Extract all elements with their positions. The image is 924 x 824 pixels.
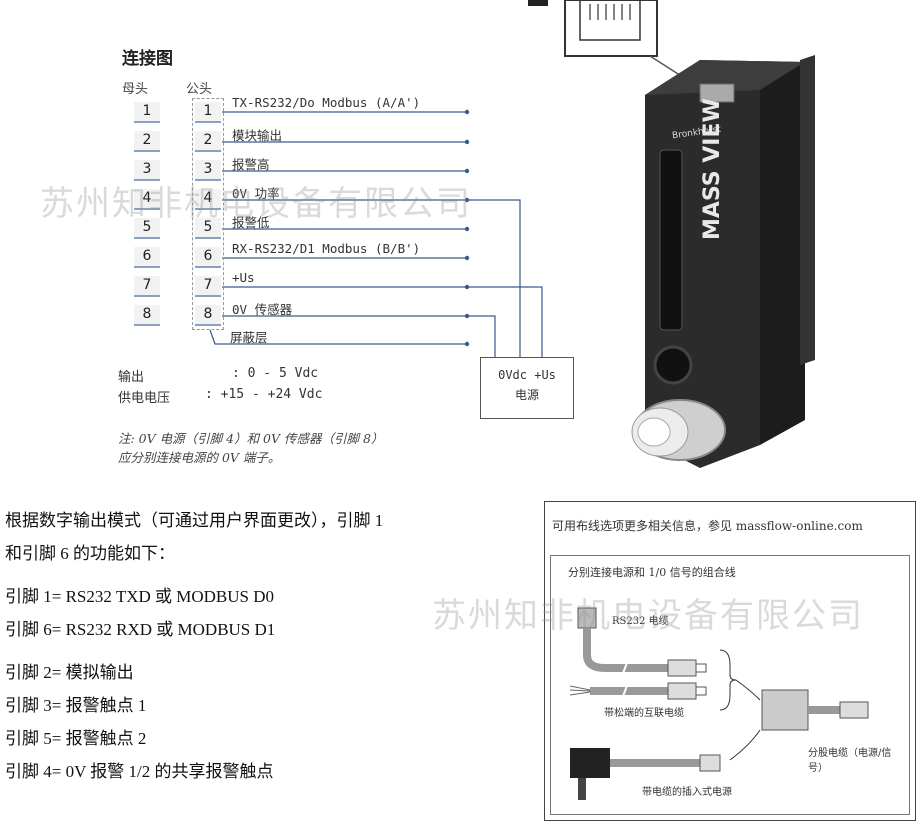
loose-cable-label: 带松端的互联电缆 <box>604 708 684 719</box>
device-illustration <box>631 55 815 468</box>
signal-label-8: 0V 传感器 <box>232 302 293 317</box>
connector-inset <box>528 0 701 89</box>
pin3-desc: 引脚 3= 报警触点 1 <box>5 696 147 715</box>
signal-label-1: TX-RS232/Do Modbus (A/A') <box>232 95 421 110</box>
wire-8 <box>222 315 496 357</box>
female-pin-2: 2 <box>134 131 160 152</box>
watermark-top: 苏州知非机电设备有限公司 <box>40 184 472 224</box>
output-value: : 0 - 5 Vdc <box>232 366 319 381</box>
header-male: 公头 <box>186 82 213 97</box>
female-pin-5: 5 <box>134 218 160 239</box>
panel-subtitle: 分别连接电源和 1/0 信号的组合线 <box>568 566 736 579</box>
panel-inner-box <box>550 555 910 815</box>
pin4-desc: 引脚 4= 0V 报警 1/2 的共享报警触点 <box>5 762 274 781</box>
signal-label-7: +Us <box>232 270 255 285</box>
note-line-1: 注: 0V 电源（引脚 4）和 0V 传感器（引脚 8） <box>118 431 384 446</box>
para-line-2: 和引脚 6 的功能如下： <box>5 544 175 563</box>
pin1-desc: 引脚 1= RS232 TXD 或 MODBUS D0 <box>5 587 275 606</box>
male-pin-1: 1 <box>195 102 221 123</box>
signal-label-shield: 屏蔽层 <box>230 330 268 345</box>
para-line-1: 根据数字输出模式（可通过用户界面更改），引脚 1 <box>5 511 384 530</box>
signal-label-2: 模块输出 <box>232 128 283 143</box>
note-line-2: 应分别连接电源的 0V 端子。 <box>118 450 281 465</box>
signal-label-4: 0V 功率 <box>232 186 280 201</box>
output-label: 输出 <box>118 370 145 385</box>
device-name: MASS VIEW <box>700 98 725 240</box>
wire-7 <box>222 286 543 357</box>
watermark-bottom: 苏州知非机电设备有限公司 <box>432 596 864 636</box>
signal-label-6: RX-RS232/D1 Modbus (B/B') <box>232 241 421 256</box>
psu-label: 电源 <box>514 388 539 402</box>
rs232-cable-label: RS232 电缆 <box>612 616 669 627</box>
signal-label-5: 报警低 <box>232 215 270 230</box>
male-pin-4: 4 <box>195 189 221 210</box>
male-pin-8: 8 <box>195 305 221 326</box>
plug-psu-label: 带电缆的插入式电源 <box>642 787 732 798</box>
female-pin-7: 7 <box>134 276 160 297</box>
split-cable-label: 分股电缆（电源/信号） <box>808 748 892 774</box>
male-pin-7: 7 <box>195 276 221 297</box>
power-supply-box: 0Vdc +Us 电源 <box>480 357 574 419</box>
male-pin-3: 3 <box>195 160 221 181</box>
male-pin-5: 5 <box>195 218 221 239</box>
female-pin-3: 3 <box>134 160 160 181</box>
panel-header: 可用布线选项更多相关信息，参见 massflow-online.com <box>552 519 863 533</box>
supply-value: : +15 - +24 Vdc <box>205 387 323 402</box>
header-female: 母头 <box>122 82 149 97</box>
wiring-diagram <box>209 0 815 468</box>
female-pin-6: 6 <box>134 247 160 268</box>
male-pin-6: 6 <box>195 247 221 268</box>
pin5-desc: 引脚 5= 报警触点 2 <box>5 729 147 748</box>
pin2-desc: 引脚 2= 模拟输出 <box>5 663 134 682</box>
pin6-desc: 引脚 6= RS232 RXD 或 MODBUS D1 <box>5 620 276 639</box>
female-pin-4: 4 <box>134 189 160 210</box>
male-pin-2: 2 <box>195 131 221 152</box>
signal-label-3: 报警高 <box>232 157 270 172</box>
female-pin-8: 8 <box>134 305 160 326</box>
diagram-title: 连接图 <box>122 49 173 69</box>
wire-shield <box>209 329 467 345</box>
female-pin-1: 1 <box>134 102 160 123</box>
male-connector-outline <box>192 98 224 330</box>
supply-label: 供电电压 <box>118 391 171 406</box>
psu-terminals: 0Vdc +Us <box>498 368 556 382</box>
cable-illustrations <box>569 607 869 800</box>
